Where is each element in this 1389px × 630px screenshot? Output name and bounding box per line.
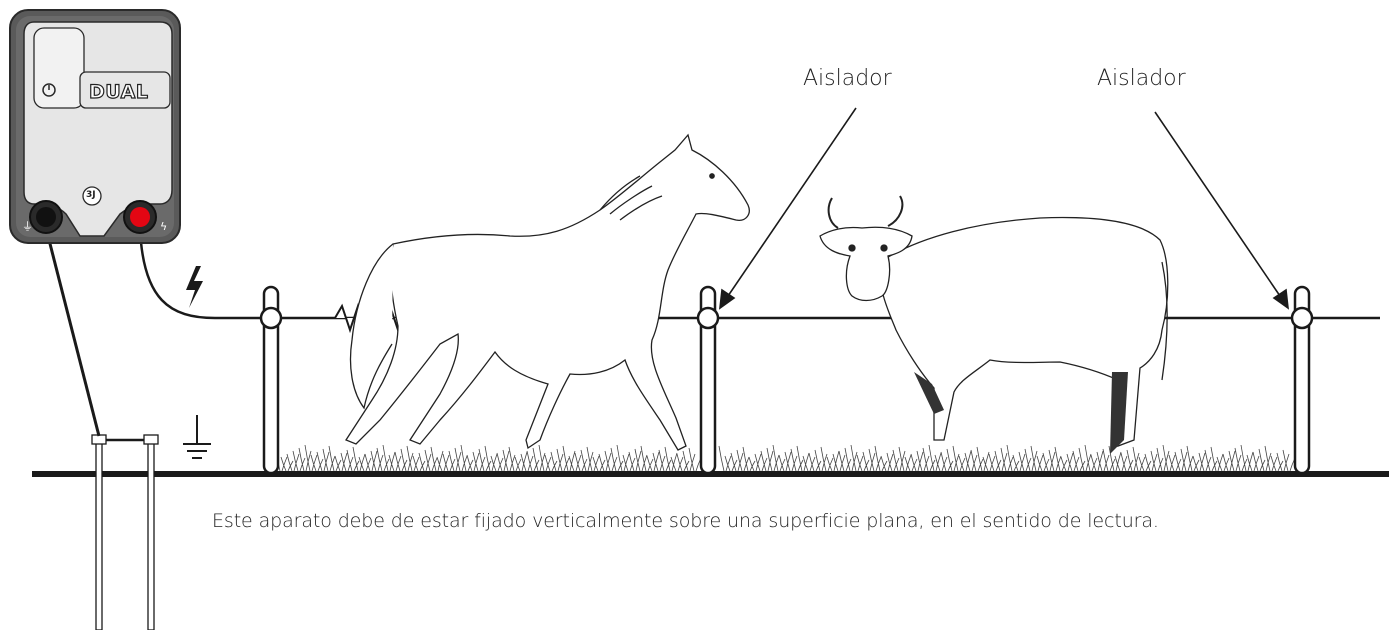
insulator-label-left: Aislador: [803, 66, 892, 91]
ground-wire: [44, 227, 101, 437]
grass: [274, 444, 1296, 472]
insulators: [259, 306, 1314, 330]
device-brand-label: DUAL: [88, 80, 149, 103]
joule-badge-label: 3J: [86, 190, 96, 200]
fence-posts: [262, 285, 1311, 475]
svg-text:ϟ: ϟ: [160, 220, 167, 233]
svg-text:⏚: ⏚: [22, 220, 33, 233]
ground-symbol-icon: [183, 415, 211, 459]
mounting-note: Este aparato debe de estar fijado vertic…: [212, 510, 1159, 532]
lightning-icon: [186, 266, 203, 308]
ground-rods: [91, 434, 159, 630]
joule-badge: [82, 186, 102, 206]
insulator-label-right: Aislador: [1097, 66, 1186, 91]
energizer-device: ⏚ ϟ: [9, 9, 181, 244]
live-wire: [138, 227, 1380, 320]
ground-line: [32, 471, 1389, 477]
grass-blades: [274, 444, 1296, 472]
horse-illustration: [345, 133, 750, 451]
insulator-pointers: [719, 107, 1289, 310]
cow-illustration: [819, 195, 1169, 454]
power-icon[interactable]: [42, 83, 56, 97]
